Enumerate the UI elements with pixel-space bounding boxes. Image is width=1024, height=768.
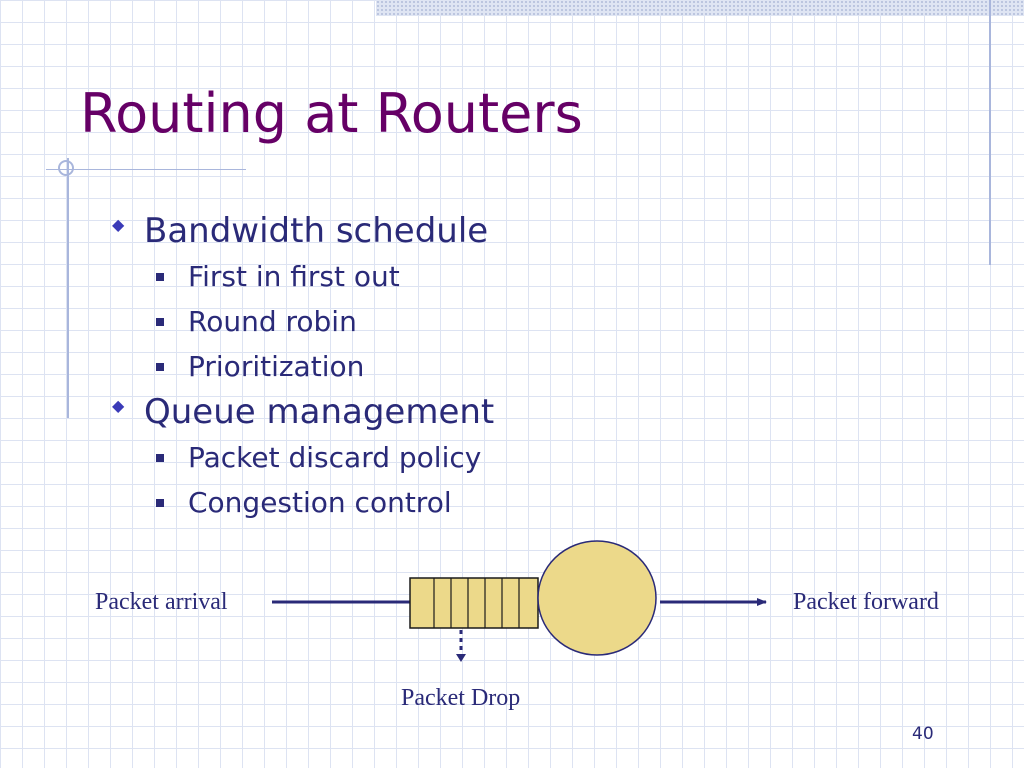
right-decorative-rule xyxy=(989,0,991,265)
square-bullet-icon xyxy=(156,273,164,281)
title-underline-rule xyxy=(46,169,246,170)
packet-queue xyxy=(409,577,539,629)
diamond-bullet-icon: ◆ xyxy=(112,215,125,234)
diamond-bullet-icon: ◆ xyxy=(112,396,125,415)
queue-buffer xyxy=(409,577,539,629)
bullet-queue-management: ◆ Queue management xyxy=(108,389,494,435)
sub-bullet-text: Prioritization xyxy=(188,350,365,383)
bullet-text: Queue management xyxy=(144,392,495,432)
square-bullet-icon xyxy=(156,499,164,507)
square-bullet-icon xyxy=(156,318,164,326)
sub-bullet-congestion-control: Congestion control xyxy=(108,480,494,525)
bullet-bandwidth-schedule: ◆ Bandwidth schedule xyxy=(108,208,494,254)
bullet-list: ◆ Bandwidth schedule First in first out … xyxy=(108,208,494,525)
top-decorative-band xyxy=(376,0,1024,16)
sub-bullet-fifo: First in first out xyxy=(108,254,494,299)
packet-drop-label: Packet Drop xyxy=(401,685,520,711)
sub-bullet-text: Round robin xyxy=(188,305,357,338)
packet-arrival-label: Packet arrival xyxy=(95,589,228,615)
left-decorative-rule xyxy=(67,158,69,418)
square-bullet-icon xyxy=(156,363,164,371)
router-processor-circle xyxy=(537,540,657,656)
square-bullet-icon xyxy=(156,454,164,462)
sub-bullet-prioritization: Prioritization xyxy=(108,344,494,389)
sub-bullet-text: Packet discard policy xyxy=(188,441,482,474)
drop-arrowhead-icon xyxy=(456,654,466,662)
sub-bullet-text: Congestion control xyxy=(188,486,452,519)
sub-bullet-text: First in first out xyxy=(188,260,400,293)
sub-bullet-discard-policy: Packet discard policy xyxy=(108,435,494,480)
page-number: 40 xyxy=(912,724,934,744)
decorative-ring xyxy=(58,160,74,176)
bullet-text: Bandwidth schedule xyxy=(144,211,489,251)
slide-title: Routing at Routers xyxy=(80,82,583,145)
packet-forward-label: Packet forward xyxy=(793,589,939,615)
sub-bullet-round-robin: Round robin xyxy=(108,299,494,344)
